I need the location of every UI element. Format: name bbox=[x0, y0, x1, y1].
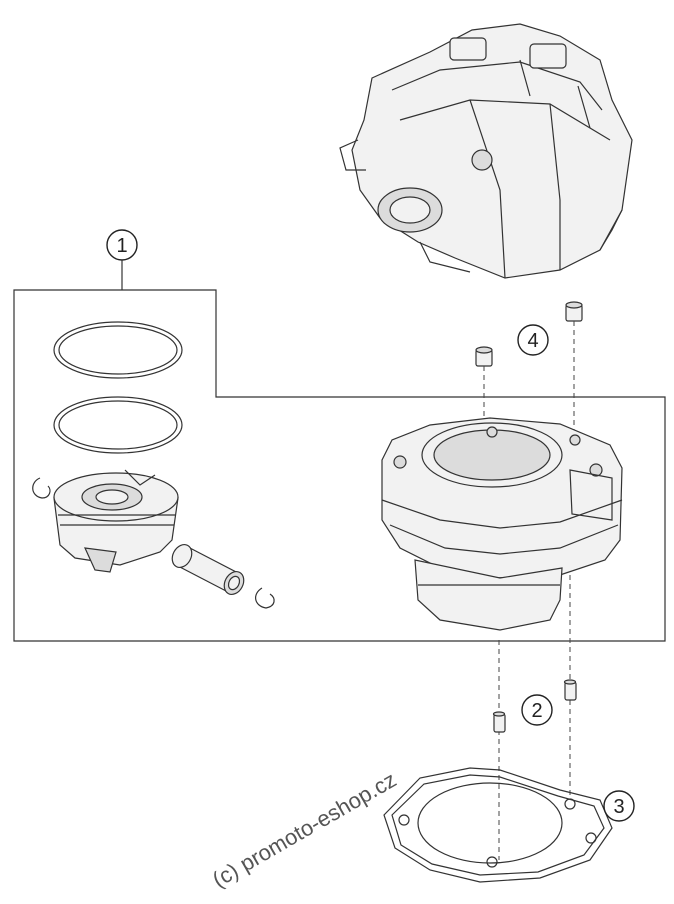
dowel-sleeve-top-right bbox=[565, 301, 583, 322]
callout-1-label: 1 bbox=[116, 235, 127, 257]
callout-4-label: 4 bbox=[527, 330, 538, 352]
piston-ring-top bbox=[53, 321, 183, 379]
callout-1: 1 bbox=[106, 229, 138, 290]
circlip-left bbox=[32, 477, 51, 499]
callout-3-label: 3 bbox=[613, 796, 624, 818]
callout-2-label: 2 bbox=[531, 700, 542, 722]
piston-pin bbox=[171, 543, 245, 596]
cylinder-head bbox=[339, 23, 633, 279]
circlip-right bbox=[255, 587, 275, 609]
dowel-pin-lower-left bbox=[492, 711, 506, 733]
callout-2: 2 bbox=[521, 694, 553, 726]
piston-ring-bottom bbox=[53, 396, 183, 454]
cylinder bbox=[381, 417, 623, 631]
piston bbox=[53, 469, 179, 573]
kit-boundary-box bbox=[13, 289, 666, 642]
cylinder-base-gasket bbox=[383, 767, 613, 883]
callout-4: 4 bbox=[517, 324, 549, 356]
callout-3: 3 bbox=[603, 790, 635, 822]
dowel-sleeve-top-left bbox=[475, 346, 493, 367]
dowel-pin-lower-right bbox=[563, 679, 577, 701]
watermark-text: (c) promoto-eshop.cz bbox=[208, 767, 401, 893]
